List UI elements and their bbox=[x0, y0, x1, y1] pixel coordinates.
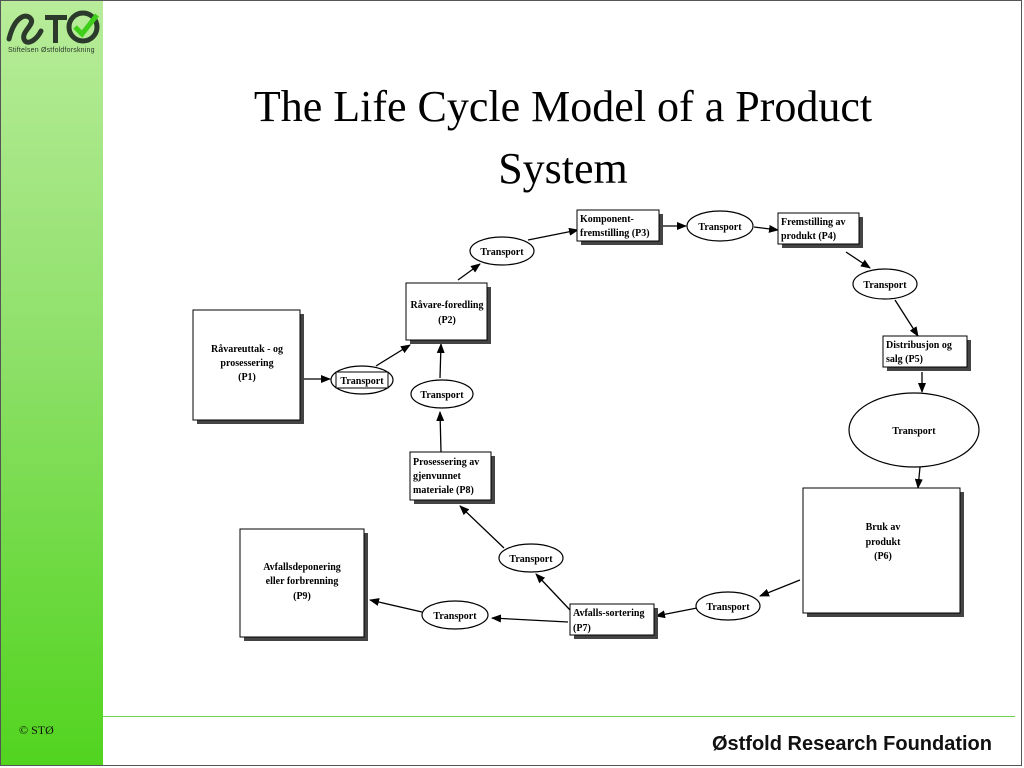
transport-node-2: Transport bbox=[469, 236, 535, 266]
p1-label-line1: Råvareuttak - og bbox=[211, 344, 283, 355]
p8-label-line2: gjenvunnet bbox=[413, 471, 461, 482]
arrow-transport-p8 bbox=[459, 505, 505, 549]
arrow-transport-p2 bbox=[375, 344, 411, 367]
transport-node-3: Transport bbox=[686, 210, 754, 242]
transport-label: Transport bbox=[698, 222, 742, 233]
process-box-p4: Fremstilling av produkt (P4) bbox=[777, 212, 863, 248]
transport-label: Transport bbox=[420, 390, 464, 401]
footer-text: Østfold Research Foundation bbox=[711, 733, 992, 755]
p1-label-line3: (P1) bbox=[238, 372, 256, 383]
arrow-transport-p3 bbox=[527, 227, 579, 241]
p4-label-line2: produkt (P4) bbox=[781, 231, 836, 242]
svg-text:Komponent-fremstilling (P3): Komponent-fremstilling (P3) bbox=[580, 214, 650, 239]
flow-arrows bbox=[302, 222, 926, 623]
p9-label-line1: Avfallsdeponering bbox=[263, 562, 341, 573]
process-box-p1: Råvareuttak - og prosessering (P1) bbox=[192, 309, 304, 424]
p7-label-line1: Avfalls-sortering bbox=[573, 608, 644, 619]
transport-node-7: Transport bbox=[421, 600, 489, 630]
sidebar: Stiftelsen Østfoldforskning © STØ bbox=[1, 1, 103, 765]
process-box-p5: Distribusjon og salg (P5) bbox=[882, 335, 971, 371]
p1-label-line2: prosessering bbox=[220, 358, 273, 369]
p3-label-line2: fremstilling (P3) bbox=[580, 228, 650, 239]
process-box-p7: Avfalls-sortering (P7) bbox=[569, 603, 658, 639]
svg-text:Avfalls-sortering(P7): Avfalls-sortering (P7) bbox=[573, 608, 644, 634]
footer-divider bbox=[103, 716, 1015, 717]
logo-caption: Stiftelsen Østfoldforskning bbox=[8, 47, 95, 54]
p2-label-line1: Råvare-foredling bbox=[411, 300, 484, 311]
arrow-p4-transport bbox=[845, 251, 871, 269]
p7-label-line2: (P7) bbox=[573, 623, 591, 634]
transport-node-5: Transport bbox=[848, 392, 980, 468]
arrow-p6-transport bbox=[759, 579, 801, 597]
p6-label-line2: produkt bbox=[866, 537, 902, 548]
transport-node-6: Transport bbox=[695, 591, 761, 621]
process-box-p9: Avfallsdeponering eller forbrenning (P9) bbox=[239, 528, 368, 641]
transport-label: Transport bbox=[892, 426, 936, 437]
arrow-p8-transport bbox=[436, 411, 445, 453]
arrow-p2-transport bbox=[457, 263, 481, 281]
p6-label-line3: (P6) bbox=[874, 551, 892, 562]
p2-label-line2: (P2) bbox=[438, 315, 456, 326]
arrow-transport-p6 bbox=[914, 466, 923, 489]
transport-node-8: Transport bbox=[498, 543, 564, 573]
arrow-p7-transport-p8 bbox=[535, 573, 571, 611]
p4-label-line1: Fremstilling av bbox=[781, 217, 846, 228]
arrow-transport-p2-up bbox=[436, 343, 445, 379]
p6-label-line1: Bruk av bbox=[866, 522, 901, 533]
p9-label-line2: eller forbrenning bbox=[266, 576, 339, 587]
arrow-transport-p4 bbox=[753, 224, 779, 233]
arrow-transport-p5 bbox=[894, 299, 919, 337]
transport-label: Transport bbox=[480, 247, 524, 258]
p8-label-line1: Prosessering av bbox=[413, 457, 479, 468]
title-line-2: System bbox=[498, 144, 628, 193]
title-line-1: The Life Cycle Model of a Product bbox=[253, 82, 873, 131]
slide-title: The Life Cycle Model of a Product System bbox=[160, 76, 966, 200]
arrow-p7-transport-p9 bbox=[491, 614, 569, 623]
transport-label: Transport bbox=[340, 376, 384, 387]
copyright-text: © STØ bbox=[19, 723, 54, 737]
arrow-transport-p9 bbox=[369, 598, 423, 613]
p5-label-line1: Distribusjon og bbox=[886, 340, 952, 351]
transport-node-9: Transport bbox=[410, 379, 474, 409]
process-box-p8: Prosessering av gjenvunnet materiale (P8) bbox=[409, 451, 495, 504]
transport-label: Transport bbox=[706, 602, 750, 613]
process-box-p3: Komponent-fremstilling (P3) bbox=[576, 209, 663, 245]
svg-text:Råvare-foredling(P2): Råvare-foredling (P2) bbox=[411, 300, 484, 326]
transport-node-1: Transport bbox=[330, 365, 394, 395]
process-box-p6: Bruk av produkt (P6) bbox=[802, 487, 964, 617]
process-box-p2: Råvare-foredling (P2) bbox=[405, 282, 491, 344]
arrow-transport-p7 bbox=[655, 607, 698, 619]
transport-label: Transport bbox=[433, 611, 477, 622]
p8-label-line3: materiale (P8) bbox=[413, 485, 474, 496]
transport-label: Transport bbox=[509, 554, 553, 565]
transport-label: Transport bbox=[863, 280, 907, 291]
sto-logo bbox=[6, 10, 100, 45]
p3-label-line1: Komponent- bbox=[580, 214, 634, 225]
p9-label-line3: (P9) bbox=[293, 591, 311, 602]
p5-label-line2: salg (P5) bbox=[886, 354, 923, 365]
transport-node-4: Transport bbox=[852, 268, 918, 300]
